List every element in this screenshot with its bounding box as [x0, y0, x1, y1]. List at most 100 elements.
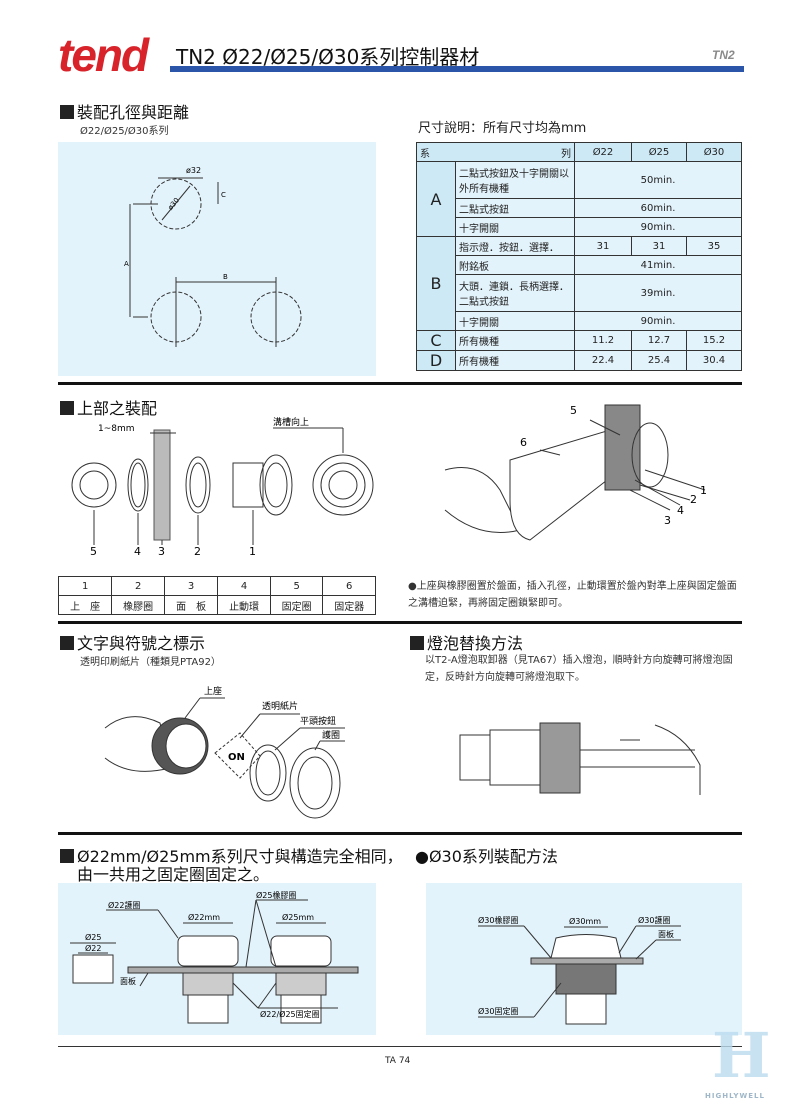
section-heading-assembly: 上部之裝配	[60, 395, 157, 419]
part-num: 3	[163, 576, 219, 596]
row-desc: 指示燈．按鈕．選擇．	[455, 236, 575, 256]
part-name: 固定器	[322, 595, 376, 615]
row-value: 90min.	[574, 311, 742, 331]
part-number: 2	[690, 493, 697, 506]
row-desc: 十字開關	[455, 217, 575, 237]
row-desc: 大頭．連鎖．長柄選擇．二點式按鈕	[455, 274, 575, 312]
dimension-title: 尺寸說明：所有尺寸均為mm	[418, 121, 587, 136]
part-number: 5	[570, 404, 577, 417]
row-value: 12.7	[631, 330, 687, 351]
header-series: 系	[420, 148, 430, 160]
watermark-logo: H	[712, 1019, 771, 1092]
label-rubber25: Ø25橡膠圈	[256, 890, 296, 900]
row-value: 11.2	[574, 330, 632, 351]
dim-label-d32: ø32	[186, 166, 201, 175]
exploded-assembly-diagram: 1~8mm 溝槽向上 5 4 3 2 1	[71, 416, 374, 558]
title-bar	[170, 66, 744, 72]
part-number: 4	[134, 545, 141, 558]
row-value: 39min.	[574, 274, 742, 312]
section-subtitle: Ø22/Ø25/Ø30系列	[80, 126, 169, 137]
row-value: 22.4	[574, 350, 632, 371]
part-name: 上 座	[57, 595, 113, 615]
part-name: 固定圈	[269, 595, 324, 615]
part-name: 面 板	[163, 595, 219, 615]
row-value: 50min.	[574, 161, 742, 199]
row-group: B	[416, 236, 456, 331]
assembly-note: ●上座與橡膠圈置於盤面，插入孔徑，止動環置於盤內對準上座與固定盤面之溝槽迫緊，再…	[408, 581, 737, 609]
d22-d25-panel: Ø22護圈 Ø25橡膠圈 Ø22mm Ø25mm Ø25 Ø22 面板 Ø22/…	[58, 883, 376, 1035]
part-num: 6	[322, 576, 376, 596]
label-base: 上座	[204, 685, 222, 697]
thickness-label: 1~8mm	[98, 424, 135, 434]
row-value: 31	[574, 236, 632, 256]
row-value: 15.2	[686, 330, 742, 351]
label-film: 透明紙片	[262, 700, 298, 712]
heading-text: 上部之裝配	[77, 399, 158, 418]
row-value: 30.4	[686, 350, 742, 371]
part-num: 5	[269, 576, 324, 596]
label-ring30: Ø30護圈	[638, 915, 670, 925]
marking-subtitle: 透明印刷紙片（種類見PTA92）	[80, 657, 221, 668]
row-desc: 所有機種	[455, 350, 575, 371]
row-value: 31	[631, 236, 687, 256]
section-heading-line2: 由一共用之固定圈固定之。	[77, 865, 270, 884]
label-panel: 面板	[658, 929, 674, 939]
part-number: 1	[700, 484, 707, 497]
label-o25: Ø25	[85, 932, 101, 942]
divider	[58, 832, 742, 835]
part-name: 止動環	[217, 595, 271, 615]
part-num: 2	[111, 576, 165, 596]
part-num: 4	[217, 576, 271, 596]
part-number: 5	[90, 545, 97, 558]
label-d22mm: Ø22mm	[188, 912, 220, 922]
row-group: A	[416, 161, 456, 237]
part-number: 6	[520, 436, 527, 449]
bulb-replace-text: 以T2-A燈泡取卸器（見TA67）插入燈泡，順時針方向旋轉可將燈泡固定，反時針方…	[425, 655, 733, 683]
row-group: D	[416, 350, 456, 371]
row-desc: 二點式按鈕及十字開關以外所有機種	[455, 161, 575, 199]
row-desc: 附銘板	[455, 255, 575, 275]
row-value: 41min.	[574, 255, 742, 275]
row-value: 25.4	[631, 350, 687, 371]
part-number: 4	[677, 504, 684, 517]
label-ring22: Ø22護圈	[108, 900, 140, 910]
label-rubber30: Ø30橡膠圈	[478, 915, 518, 925]
row-value: 35	[686, 236, 742, 256]
footer-rule	[58, 1046, 742, 1047]
heading-text: Ø22mm/Ø25mm系列尺寸與構造完全相同，	[77, 847, 403, 866]
label-panel: 面板	[120, 976, 136, 986]
row-group: C	[416, 330, 456, 351]
part-number: 3	[158, 545, 165, 558]
heading-text: 裝配孔徑與距離	[77, 103, 190, 122]
hand-install-illustration: 5 6 3 4 2 1	[444, 404, 707, 541]
d22-d25-section-diagram: Ø22護圈 Ø25橡膠圈 Ø22mm Ø25mm Ø25 Ø22 面板 Ø22/…	[70, 890, 359, 1024]
page-number: TA 74	[385, 1056, 411, 1066]
dim-label-b: B	[223, 273, 228, 281]
on-symbol: ON	[228, 752, 245, 763]
hole-spacing-diagram: ø32 ø30 C A B	[124, 166, 302, 347]
section-heading-common-ring: Ø22mm/Ø25mm系列尺寸與構造完全相同，	[60, 843, 403, 867]
part-num: 1	[57, 576, 113, 596]
header-series-2: 列	[561, 148, 571, 160]
tend-logo: tend	[58, 29, 149, 81]
part-name: 橡膠圈	[111, 595, 165, 615]
divider	[58, 621, 742, 624]
dim-label-d30: ø30	[166, 196, 181, 211]
part-number: 3	[664, 514, 671, 527]
row-value: 90min.	[574, 217, 742, 237]
label-flat-button: 平頭按鈕	[300, 715, 336, 727]
page-title: TN2 Ø22/Ø25/Ø30系列控制器材	[176, 45, 480, 69]
label-fix-ring: Ø22/Ø25固定圈	[260, 1009, 320, 1019]
label-fix-ring30: Ø30固定圈	[478, 1006, 518, 1016]
heading-text: 燈泡替換方法	[427, 634, 524, 653]
header-d25: Ø25	[631, 142, 687, 162]
label-d25mm: Ø25mm	[282, 912, 314, 922]
part-number: 2	[194, 545, 201, 558]
